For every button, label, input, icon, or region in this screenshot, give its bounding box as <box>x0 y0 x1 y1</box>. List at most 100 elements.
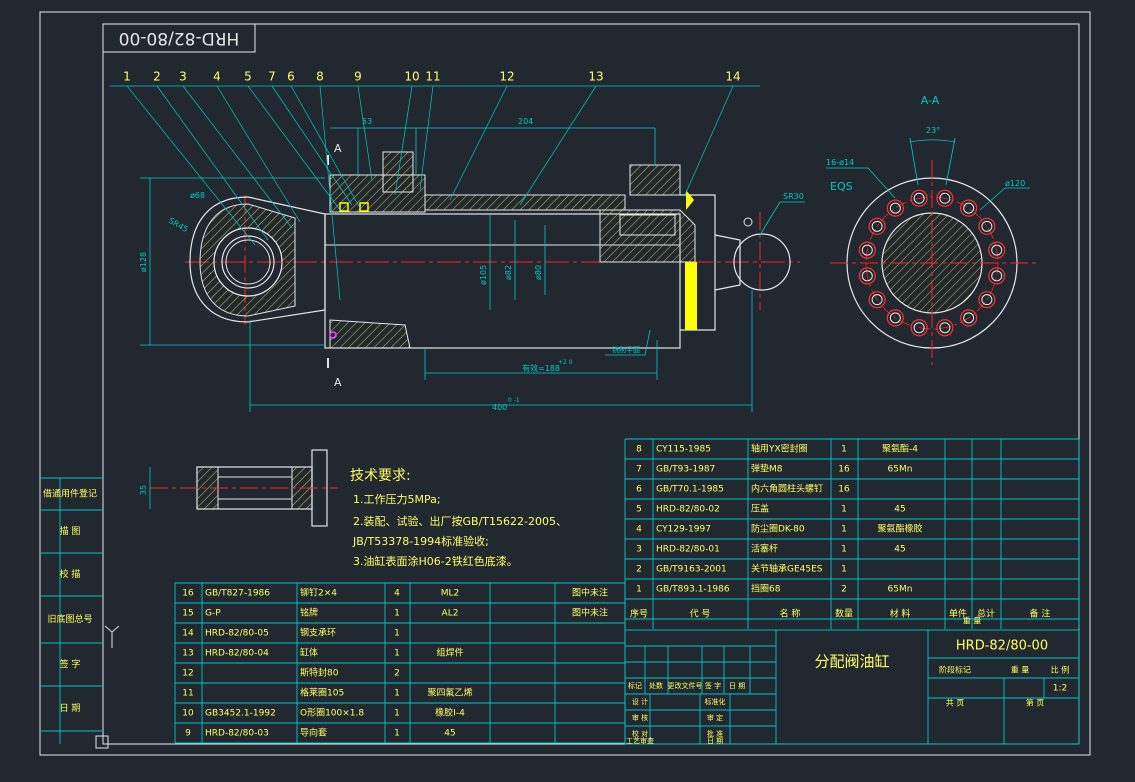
bolt-holes <box>858 189 1006 337</box>
balloon-label: 8 <box>316 70 324 84</box>
bom-upper-cell: 1 <box>841 445 847 455</box>
piston-inner <box>619 214 676 236</box>
port-boss-right <box>629 164 681 196</box>
bom-upper-cell: 45 <box>894 505 905 515</box>
title-row4-cell: 校 对 <box>632 729 648 738</box>
note-flat-leader <box>605 329 651 356</box>
bolt-hole-outer <box>868 217 886 235</box>
bolt-hole-inner <box>861 244 873 256</box>
bolt-hole-inner <box>939 192 951 204</box>
drawing-number-rotated: HRD-82/80-00 <box>119 28 240 48</box>
title-row2-cell: 标准化 <box>705 697 726 706</box>
ucs-icon <box>104 625 120 648</box>
bom-lower-cell: 15 <box>182 609 193 619</box>
bom-upper-cell: GB/T9163-2001 <box>656 565 727 575</box>
bom-lower-cell: 导向套 <box>300 727 327 739</box>
dimensions <box>140 127 753 412</box>
title-row1-cell: 标记 <box>628 681 642 690</box>
bom-upper-cell: 2 <box>636 565 642 575</box>
bom-upper-cell: 防尘圈DK-80 <box>751 523 805 535</box>
note-flat: 铣削平面 <box>612 345 640 354</box>
bom-header-cell: 材 料 <box>890 608 911 620</box>
bom-header-cell: 名 称 <box>780 608 801 620</box>
bom-upper-cell: 65Mn <box>888 585 913 595</box>
bom-lower-cell: 1 <box>394 729 400 739</box>
stage-label: 阶段标记 <box>939 665 971 675</box>
angle-ext-left <box>909 137 919 186</box>
bom-upper-cell: 活塞杆 <box>751 543 778 555</box>
bom-header-cell: 数量 <box>835 608 853 620</box>
bom-upper-cell: GB/T70.1-1985 <box>656 485 724 495</box>
dim-stroke-tol: +2 0 <box>558 359 573 366</box>
holes-label: 16-ø14 <box>826 158 854 167</box>
bolt-hole-inner <box>991 270 1003 282</box>
bom-upper-cell: 弹垫M8 <box>751 463 783 475</box>
section-letter-top: A <box>334 142 342 155</box>
bom-upper-cell: GB/T93-1987 <box>656 465 715 475</box>
angle-label: 23° <box>926 126 940 135</box>
bom-lower-cell: 9 <box>185 729 191 739</box>
bolt-hole-outer <box>868 291 886 309</box>
dim-d80: ø80 <box>534 265 543 280</box>
bom-lower-cell: G-P <box>205 609 221 619</box>
dim-d105: ø105 <box>479 265 488 285</box>
title-row5-cell: 日 期 <box>707 737 723 745</box>
sidebar-label: 日 期 <box>60 703 81 714</box>
balloon-label: 2 <box>153 70 161 84</box>
bolt-hole-outer <box>978 217 996 235</box>
holes-leader <box>826 167 896 199</box>
bolt-hole-outer <box>988 267 1006 285</box>
bom-upper-cell: 16 <box>838 485 850 495</box>
bolt-hole-outer <box>960 309 978 327</box>
title-row4-cell: 批 准 <box>707 729 723 738</box>
bom-lower-cell: 1 <box>394 649 400 659</box>
balloon-leader <box>419 85 434 191</box>
balloon-leader <box>216 85 301 223</box>
bolt-hole-outer <box>988 241 1006 259</box>
bolt-hole-outer <box>910 189 928 207</box>
bom-lower-cell: 4 <box>394 589 400 599</box>
d120-label: ø120 <box>1005 179 1025 188</box>
port-boss-left <box>382 151 414 193</box>
bolt-hole-outer <box>886 309 904 327</box>
bolt-hole-outer <box>858 267 876 285</box>
bolt-hole-outer <box>858 241 876 259</box>
balloon-label: 1 <box>123 70 131 84</box>
balloon-label: 13 <box>588 70 603 84</box>
balloon-label: 6 <box>287 70 295 84</box>
bolt-hole-inner <box>861 270 873 282</box>
bom-upper-cell: 聚氨酯-4 <box>882 443 918 455</box>
balloon-leader <box>126 85 256 246</box>
bom-header-cell: 备 注 <box>1030 608 1051 620</box>
bom-upper-cell: 3 <box>636 545 642 555</box>
bom-header-cell: 总计 <box>977 608 995 620</box>
bom-upper-cell: 聚氨酯橡胶 <box>877 523 922 535</box>
balloon-leader <box>319 85 341 301</box>
bom-upper-cell: 6 <box>636 485 642 495</box>
sheet-no: 第 页 <box>1026 698 1045 708</box>
bom-upper-cell: 2 <box>841 585 847 595</box>
bom-upper-cell: 4 <box>636 525 642 535</box>
bom-upper-cell: 45 <box>894 545 905 555</box>
title-row3-cell: 审 定 <box>707 713 723 722</box>
clevis-eye-outline <box>189 196 326 323</box>
bom-upper-cell: HRD-82/80-01 <box>656 545 720 555</box>
rod-taper <box>714 234 741 291</box>
drawing-title: 分配阀油缸 <box>814 653 889 671</box>
bolt-hole-outer <box>936 189 954 207</box>
balloon-leader <box>357 85 373 181</box>
dim-w35: 35 <box>139 485 148 495</box>
bom-lower-cell: ML2 <box>441 589 460 599</box>
bom-lower-cell: 13 <box>182 649 193 659</box>
balloon-label: 11 <box>425 70 440 84</box>
dim-sr45: SR45 <box>167 216 190 234</box>
d120-leader <box>979 187 1030 211</box>
bom-lower-cell: 1 <box>394 609 400 619</box>
scale-label: 比 例 <box>1051 665 1070 675</box>
magenta-bolt <box>329 331 337 339</box>
angle-ext-right <box>945 137 956 186</box>
tech-line-4: 3.油缸表面涂H06-2铁红色底漆。 <box>353 554 518 568</box>
bom-upper-cell: 7 <box>636 465 642 475</box>
